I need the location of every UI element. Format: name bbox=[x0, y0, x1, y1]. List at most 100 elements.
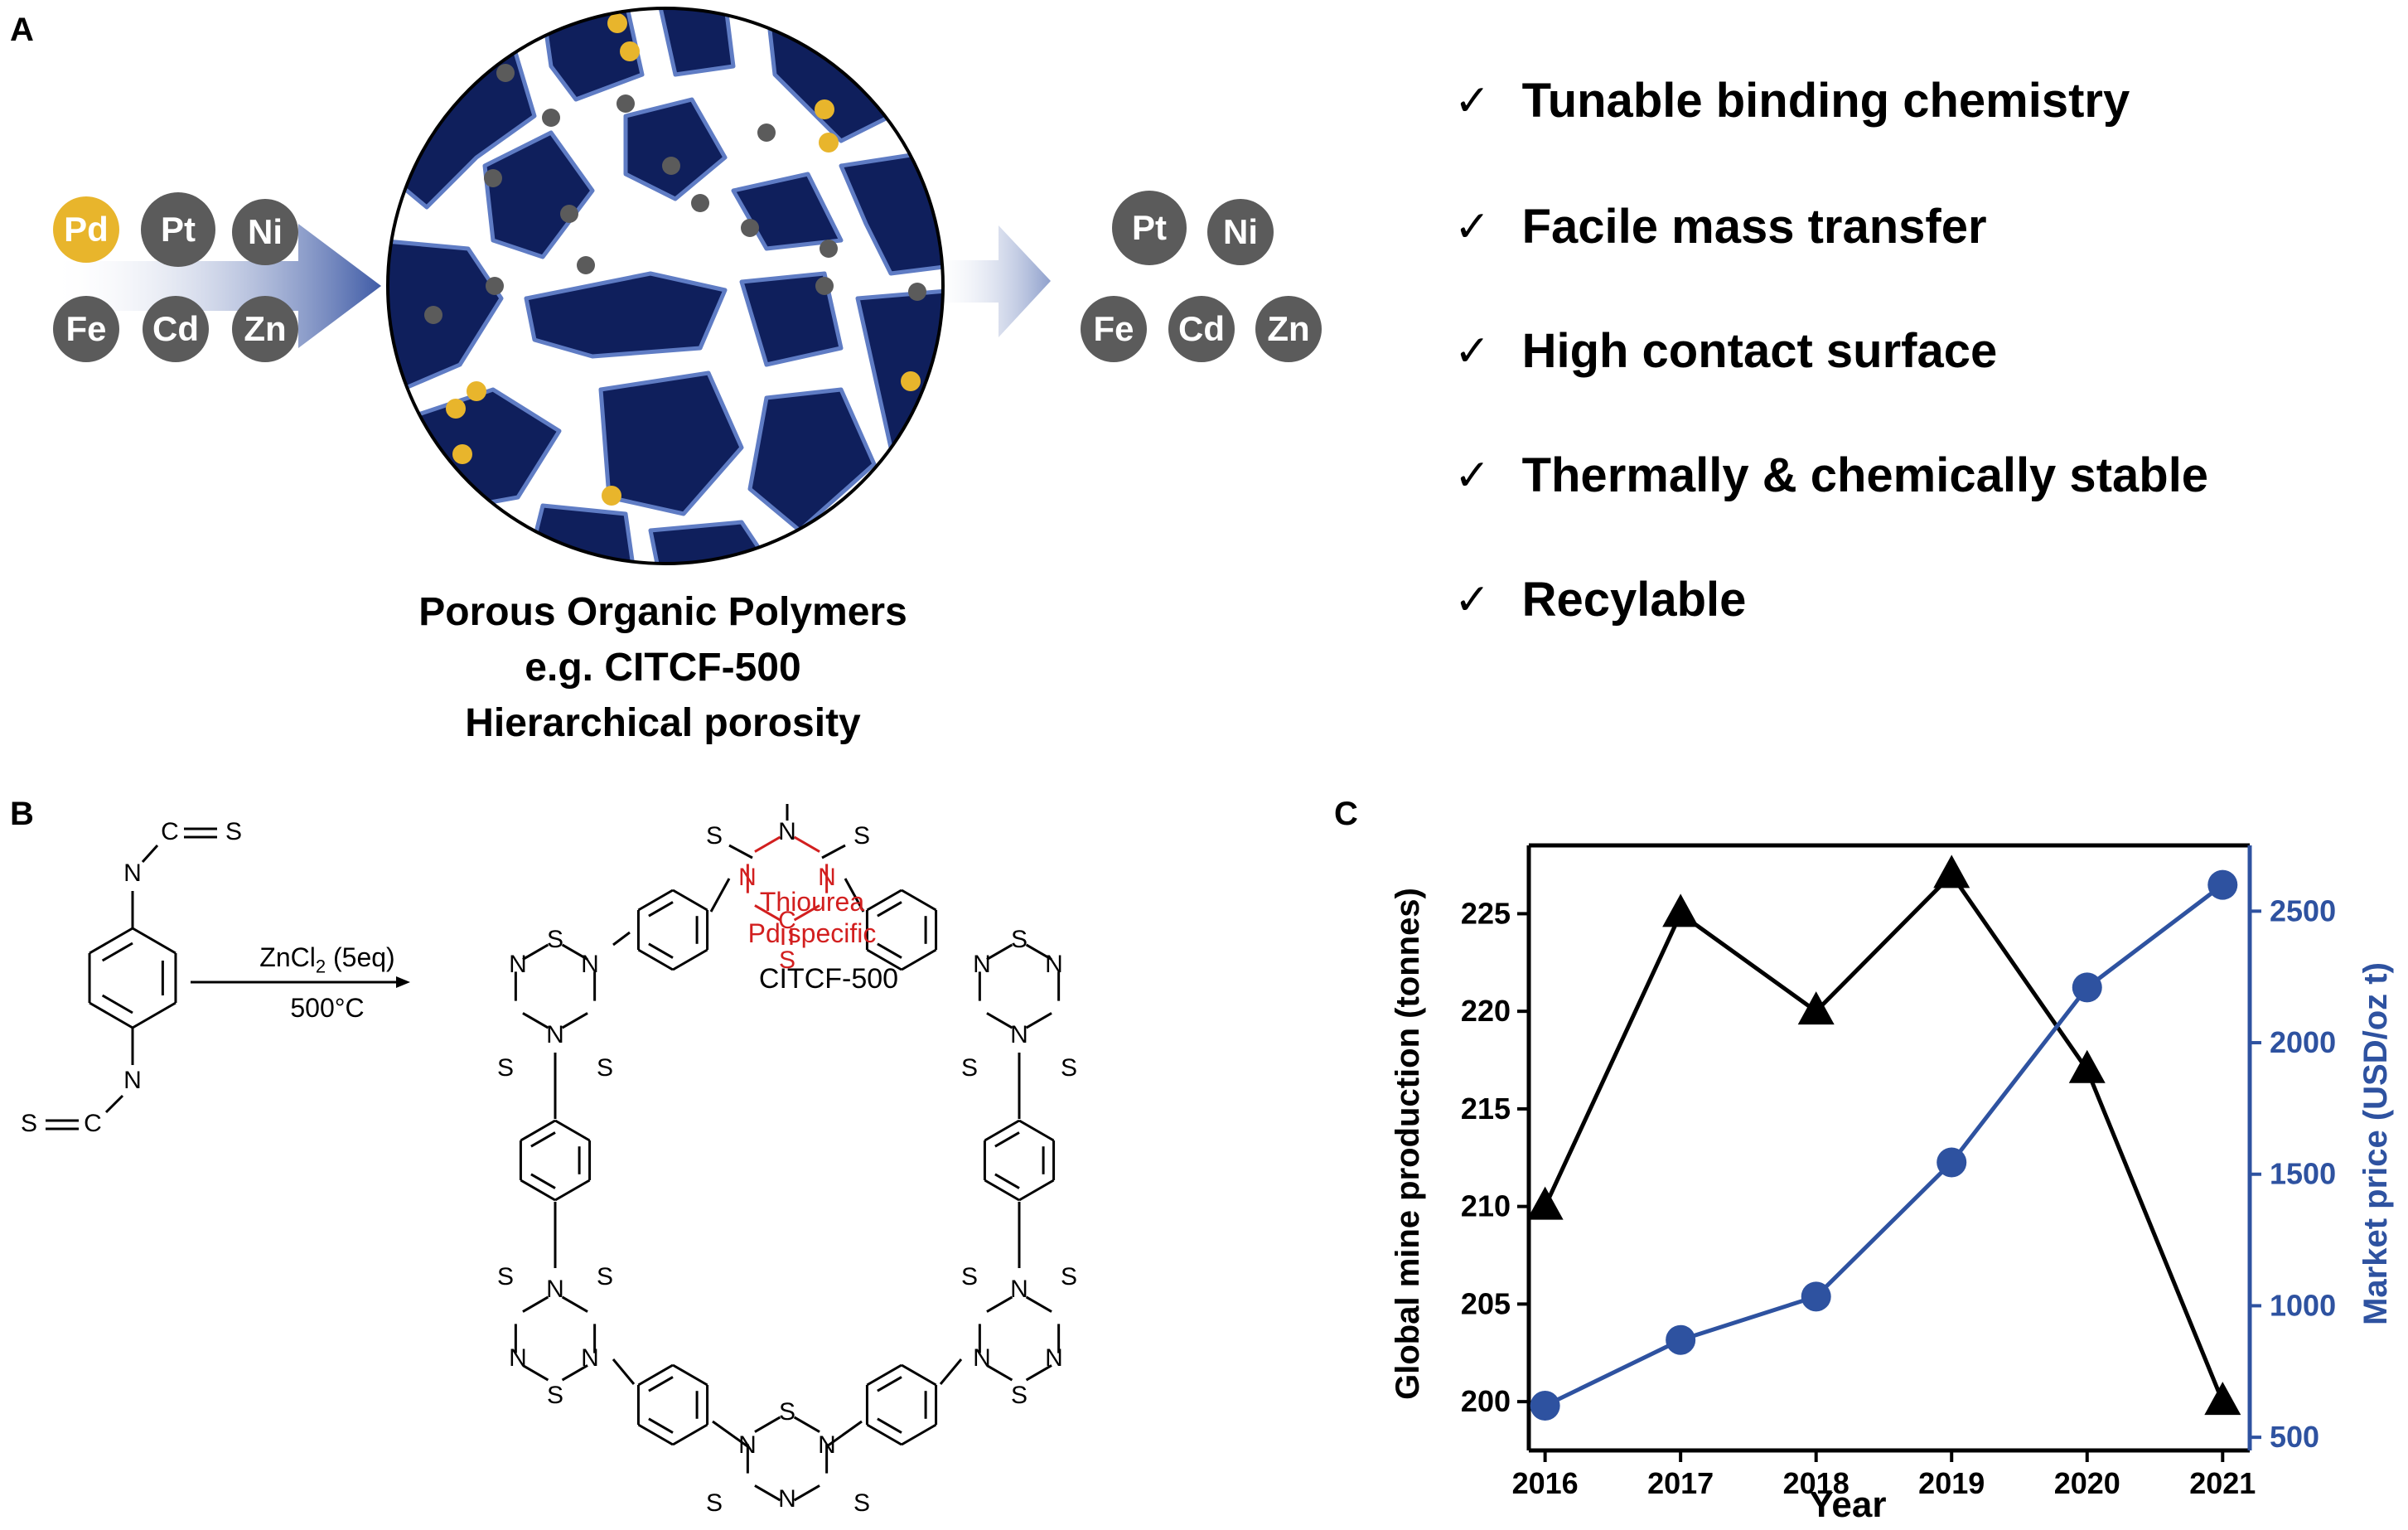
bond bbox=[612, 931, 631, 947]
bond bbox=[866, 1363, 902, 1387]
atom-label: S bbox=[497, 1054, 514, 1082]
bond bbox=[709, 878, 731, 913]
x-tick-label: 2018 bbox=[1783, 1466, 1850, 1500]
atom-label: N bbox=[973, 951, 991, 978]
out-metal-cd: Cd bbox=[1168, 296, 1235, 362]
bond bbox=[554, 1119, 591, 1142]
bond bbox=[901, 1423, 937, 1446]
pd-specific-label: Pd specific bbox=[747, 918, 877, 948]
bond bbox=[132, 1001, 176, 1029]
bond bbox=[672, 948, 708, 971]
bond bbox=[793, 1416, 820, 1433]
atom-label: S bbox=[706, 822, 723, 850]
atom-label: S bbox=[706, 1489, 723, 1517]
atom-label: S bbox=[853, 822, 870, 850]
feature-label: Facile mass transfer bbox=[1521, 200, 1987, 254]
atom-label: S bbox=[497, 1263, 514, 1290]
atom-label: N bbox=[738, 1431, 757, 1459]
bond bbox=[637, 948, 674, 971]
bond bbox=[1018, 1179, 1055, 1202]
bond bbox=[984, 1179, 1020, 1202]
feature-label: Tunable binding chemistry bbox=[1521, 74, 2130, 128]
atom-label: S bbox=[1061, 1263, 1077, 1290]
metal-cd: Cd bbox=[143, 296, 209, 362]
bond bbox=[561, 1012, 588, 1029]
atom-label: N bbox=[123, 859, 142, 887]
bond bbox=[866, 888, 902, 912]
production-point bbox=[1662, 893, 1700, 927]
bond bbox=[821, 844, 846, 859]
feature-item: ✓ Tunable binding chemistry bbox=[1454, 73, 2130, 128]
y-right-tick-label: 500 bbox=[2270, 1420, 2319, 1454]
price-point bbox=[1937, 1147, 1967, 1178]
caption-line-3: Hierarchical porosity bbox=[465, 701, 861, 745]
atom-label: N bbox=[778, 818, 796, 845]
atom-label: S bbox=[597, 1263, 613, 1290]
y-right-tick-label: 1500 bbox=[2270, 1157, 2336, 1191]
out-metal-ni: Ni bbox=[1207, 199, 1274, 265]
series-line bbox=[1543, 871, 2225, 1403]
bond bbox=[866, 948, 902, 971]
bond bbox=[877, 901, 902, 918]
atom-label: S bbox=[547, 1382, 563, 1409]
x-tick-label: 2020 bbox=[2054, 1466, 2120, 1500]
bond bbox=[672, 888, 708, 912]
atom-label: N bbox=[818, 1431, 836, 1459]
bond bbox=[637, 888, 674, 912]
atom-label: N bbox=[818, 864, 836, 891]
bond bbox=[844, 878, 865, 913]
bond bbox=[648, 942, 674, 959]
metal-dots bbox=[424, 64, 926, 324]
atom-label: N bbox=[1045, 1344, 1063, 1372]
bond bbox=[901, 948, 937, 971]
y-axis-left-label: Global mine production (tonnes) bbox=[1390, 888, 1426, 1400]
bond bbox=[648, 1376, 674, 1392]
feature-item: ✓ Facile mass transfer bbox=[1454, 199, 1987, 254]
feature-label: High contact surface bbox=[1521, 324, 1998, 378]
bond bbox=[637, 1423, 674, 1446]
bond bbox=[561, 1295, 588, 1313]
bond bbox=[104, 1094, 124, 1114]
y-axis-right-label: Market price (USD/oz t) bbox=[2357, 962, 2394, 1325]
atom-label: S bbox=[547, 926, 563, 953]
y-left-tick-label: 215 bbox=[1461, 1092, 1511, 1126]
bond bbox=[793, 904, 820, 922]
atom-label: S bbox=[779, 947, 795, 974]
price-point bbox=[2207, 869, 2238, 900]
atom-label: N bbox=[581, 951, 599, 978]
metal-fe: Fe bbox=[53, 296, 119, 362]
bond bbox=[530, 1173, 556, 1189]
check-icon: ✓ bbox=[1454, 75, 1491, 126]
x-axis-label: Year bbox=[1810, 1484, 1887, 1525]
bond bbox=[1025, 1364, 1052, 1382]
feature-item: ✓ Recylable bbox=[1454, 572, 1746, 627]
panel-b-letter: B bbox=[10, 796, 34, 832]
atom-label: N bbox=[546, 1276, 564, 1303]
x-tick-label: 2017 bbox=[1647, 1466, 1714, 1500]
y-left-tick-label: 205 bbox=[1461, 1286, 1511, 1320]
atom-label: S bbox=[779, 1398, 795, 1426]
production-point bbox=[1933, 855, 1970, 888]
check-icon: ✓ bbox=[1454, 326, 1491, 376]
bond bbox=[754, 835, 781, 853]
reagent-formula: ZnCl bbox=[259, 942, 316, 972]
feature-label: Recylable bbox=[1521, 573, 1747, 627]
atom-label: S bbox=[21, 1110, 37, 1137]
series-line bbox=[1544, 883, 2224, 1408]
bond bbox=[986, 1012, 1013, 1029]
reaction-reagent: ZnCl2 (5eq) bbox=[220, 942, 435, 977]
bond bbox=[986, 1364, 1013, 1382]
bond bbox=[101, 942, 133, 962]
bond bbox=[530, 1131, 556, 1148]
bond bbox=[1018, 1119, 1055, 1142]
check-icon: ✓ bbox=[1454, 450, 1491, 501]
bond bbox=[984, 1119, 1020, 1142]
y-left-tick-label: 220 bbox=[1461, 994, 1511, 1028]
y-left-tick-label: 210 bbox=[1461, 1189, 1511, 1223]
bond bbox=[986, 943, 1013, 961]
atom-label: S bbox=[961, 1054, 978, 1082]
bond bbox=[561, 1364, 588, 1382]
bond bbox=[826, 1420, 863, 1448]
check-icon: ✓ bbox=[1454, 201, 1491, 252]
bond bbox=[672, 1363, 708, 1387]
